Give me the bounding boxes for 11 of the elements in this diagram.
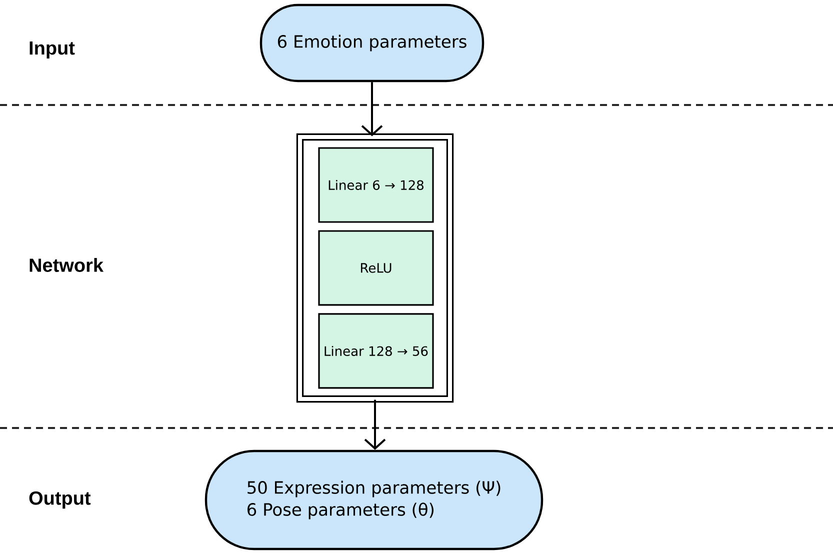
layer-box: Linear 6 → 128 (318, 147, 434, 223)
terminal-box: 6 Emotion parameters (260, 4, 484, 82)
arrow (364, 400, 386, 450)
layer-box: Linear 128 → 56 (318, 313, 434, 389)
arrow (361, 82, 383, 136)
row-label: Network (30, 258, 104, 272)
layer-box: ReLU (318, 230, 434, 306)
network-container (296, 133, 454, 403)
terminal-box: 50 Expression parameters (Ψ) 6 Pose parameters (θ) (204, 450, 544, 550)
row-label: Input (30, 42, 75, 58)
row-label: Output (29, 491, 91, 509)
